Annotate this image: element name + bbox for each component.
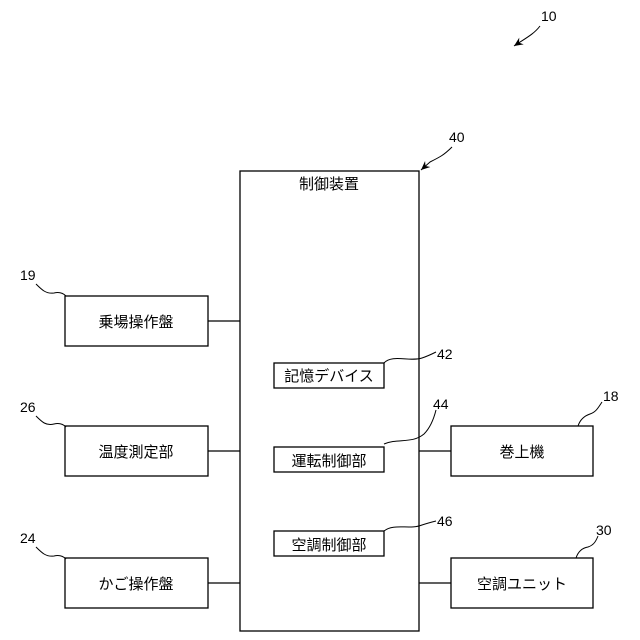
hall-panel-leader — [36, 284, 66, 296]
ref-system: 10 — [541, 8, 557, 24]
controller-arrow — [421, 147, 452, 170]
car-panel-leader — [36, 547, 66, 559]
ref-temp-sensor: 26 — [20, 399, 36, 415]
controller-box — [240, 171, 419, 631]
ref-hoist: 18 — [603, 388, 619, 404]
temp-sensor-leader — [36, 416, 66, 427]
hall-panel-label: 乗場操作盤 — [98, 313, 173, 331]
hoist-label: 巻上機 — [499, 443, 544, 461]
ref-storage-device: 42 — [437, 346, 453, 362]
storage-device-label: 記憶デバイス — [284, 367, 374, 385]
car-panel-label: かご操作盤 — [98, 575, 173, 593]
ac-unit-label: 空調ユニット — [477, 575, 567, 593]
ref-operation-control: 44 — [433, 396, 449, 412]
ref-ac-unit: 30 — [596, 522, 612, 538]
ref-controller: 40 — [449, 129, 465, 145]
ac-control-label: 空調制御部 — [291, 536, 366, 554]
operation-control-label: 運転制御部 — [291, 452, 366, 470]
temp-sensor-label: 温度測定部 — [98, 443, 173, 461]
ref-car-panel: 24 — [20, 530, 36, 546]
ref-ac-control: 46 — [437, 513, 453, 529]
ref-hall-panel: 19 — [20, 267, 36, 283]
system-arrow — [514, 26, 540, 46]
ac-unit-leader — [576, 536, 598, 558]
hoist-leader — [578, 402, 602, 426]
controller-label: 制御装置 — [299, 175, 359, 193]
